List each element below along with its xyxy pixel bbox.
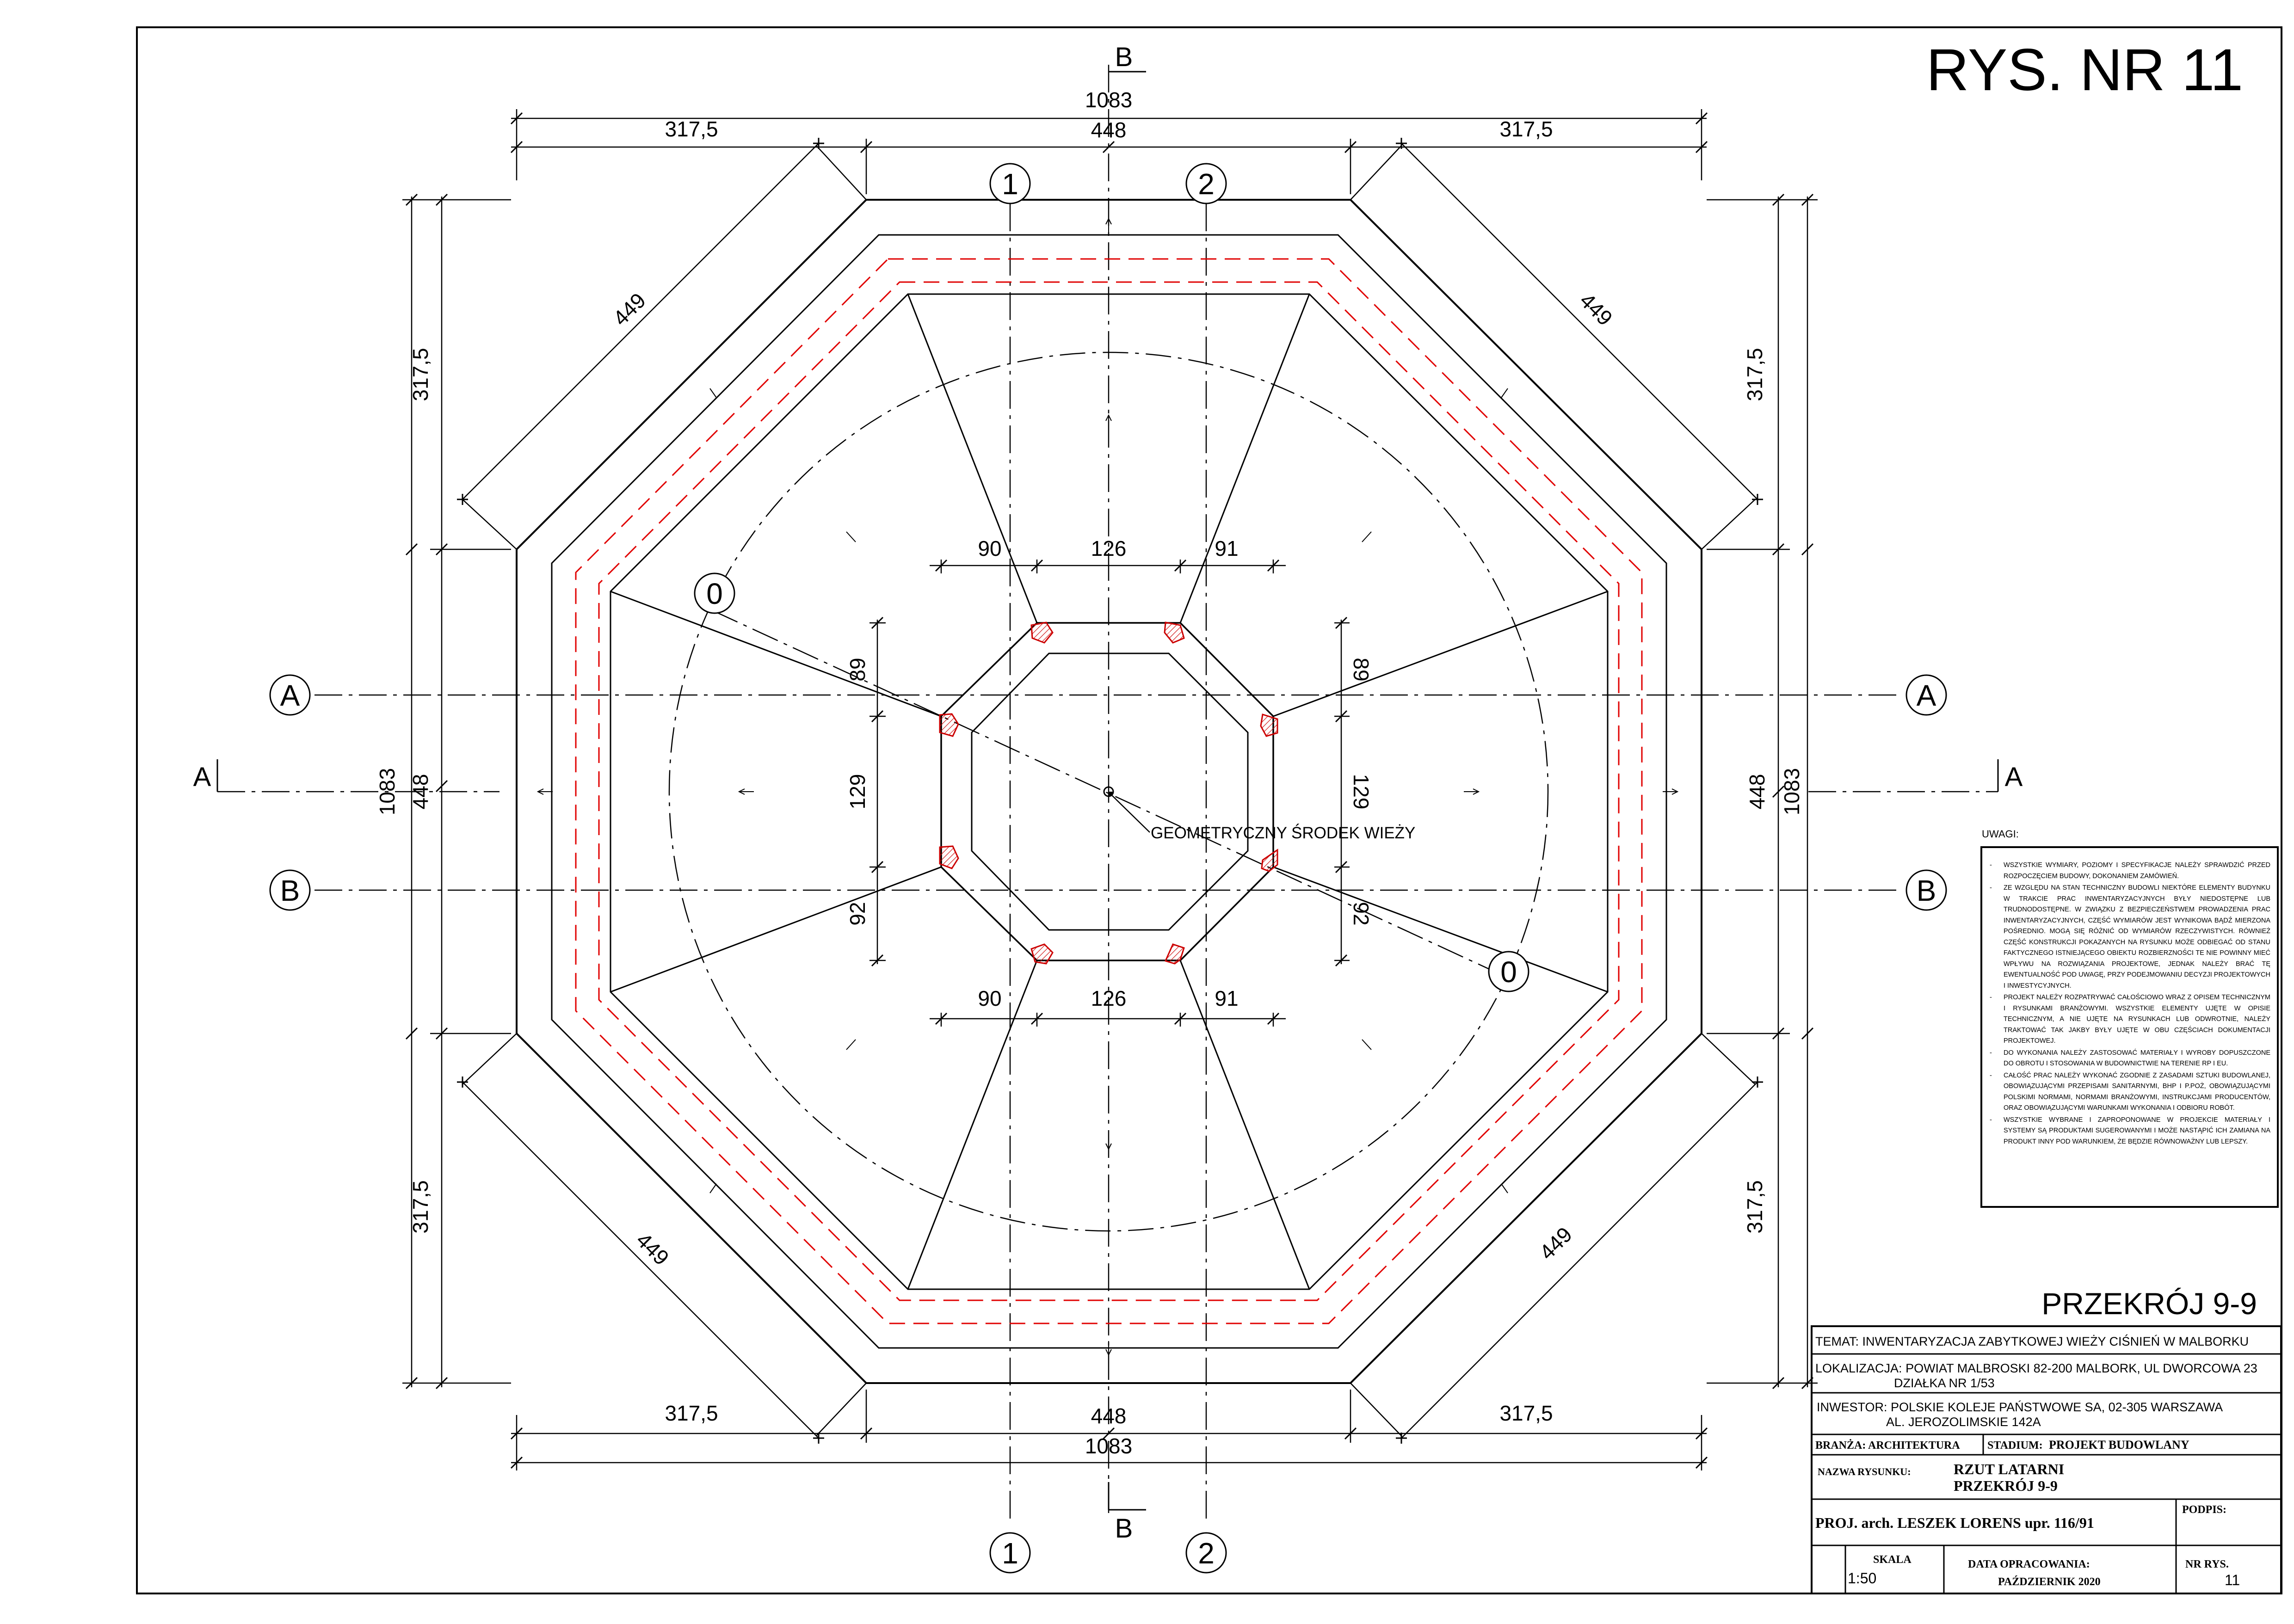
note-item: -WSZYSTKIE WYMIARY, POZIOMY I SPECYFIKAC… bbox=[1990, 860, 2270, 882]
dim-top-span: 448 bbox=[1091, 118, 1127, 142]
center-label: GEOMETRYCZNY ŚRODEK WIEŻY bbox=[1151, 824, 1415, 842]
dim-right-bottom-segment: 317,5 bbox=[1743, 1180, 1767, 1233]
tb-temat: TEMAT: INWENTARYZACJA ZABYTKOWEJ WIEŻY C… bbox=[1815, 1334, 2249, 1348]
note-item: -ZE WZGLĘDU NA STAN TECHNICZNY BUDOWLI N… bbox=[1990, 883, 2270, 991]
grid-a-left: A bbox=[280, 679, 300, 712]
grid-bubbles bbox=[269, 163, 1947, 1574]
section-b-bottom-label: B bbox=[1115, 1513, 1133, 1544]
section-markers bbox=[216, 71, 1999, 1511]
grid-b-left: B bbox=[280, 874, 300, 907]
title-block-frame bbox=[1811, 1325, 2282, 1594]
section-a-left-label: A bbox=[193, 762, 211, 792]
dim-bottom-left-segment: 317,5 bbox=[665, 1401, 718, 1425]
tb-nazwa-2: PRZEKRÓJ 9-9 bbox=[1954, 1477, 2058, 1494]
dim-top-left-segment: 317,5 bbox=[665, 117, 718, 141]
notes-title: UWAGI: bbox=[1982, 828, 2019, 840]
dim-inner-right-mid: 129 bbox=[1349, 774, 1373, 810]
dim-left-overall: 1083 bbox=[375, 768, 399, 815]
tb-branza: BRANŻA: ARCHITEKTURA bbox=[1815, 1439, 1960, 1452]
notes-box: -WSZYSTKIE WYMIARY, POZIOMY I SPECYFIKAC… bbox=[1980, 846, 2279, 1208]
dim-diag-bottom-left: 449 bbox=[632, 1228, 674, 1270]
drawing-number-label: RYS. NR 11 bbox=[1926, 37, 2243, 103]
dim-inner-bottom-right: 91 bbox=[1215, 986, 1238, 1010]
note-item: -PROJEKT NALEŻY ROZPATRYWAĆ CAŁOŚCIOWO W… bbox=[1990, 992, 2270, 1047]
dim-diag-top-left: 449 bbox=[608, 288, 650, 330]
dim-right-overall: 1083 bbox=[1780, 768, 1804, 815]
tb-lokalizacja-2: DZIAŁKA NR 1/53 bbox=[1894, 1376, 1995, 1390]
tb-data-value: PAŹDZIERNIK 2020 bbox=[1998, 1576, 2101, 1588]
dim-top-overall: 1083 bbox=[1085, 88, 1132, 112]
sheet-border bbox=[136, 26, 2282, 1594]
grid-b-right: B bbox=[1917, 874, 1936, 907]
note-text: DO WYKONANIA NALEŻY ZASTOSOWAĆ MATERIAŁY… bbox=[2004, 1049, 2270, 1068]
dimension-ticks bbox=[405, 112, 1814, 1469]
tb-nazwa-label: NAZWA RYSUNKU: bbox=[1818, 1466, 1911, 1477]
dim-inner-top-right: 91 bbox=[1215, 536, 1238, 560]
note-text: WSZYSTKIE WYBRANE I ZAPROPONOWANE W PROJ… bbox=[2004, 1116, 2270, 1145]
tb-inwestor-2: AL. JEROZOLIMSKIE 142A bbox=[1886, 1415, 2041, 1429]
tb-skala-label: SKALA bbox=[1873, 1554, 1912, 1566]
tb-data-label: DATA OPRACOWANIA: bbox=[1968, 1558, 2090, 1570]
note-item: -WSZYSTKIE WYBRANE I ZAPROPONOWANE W PRO… bbox=[1990, 1115, 2270, 1148]
dim-bottom-span: 448 bbox=[1091, 1404, 1127, 1428]
axis-lines bbox=[217, 65, 1998, 1519]
grid-0-left: 0 bbox=[706, 577, 723, 610]
octagon-inner bbox=[940, 622, 1274, 961]
tb-nr-value: 11 bbox=[2225, 1572, 2240, 1588]
tb-podpis: PODPIS: bbox=[2182, 1504, 2226, 1516]
center-marker bbox=[1103, 786, 1150, 833]
dim-top-right-segment: 317,5 bbox=[1499, 117, 1553, 141]
dim-bottom-right-segment: 317,5 bbox=[1499, 1401, 1553, 1425]
dim-inner-left-mid: 129 bbox=[845, 774, 870, 810]
grid-0-right: 0 bbox=[1500, 955, 1517, 989]
dim-inner-right-bottom: 92 bbox=[1349, 902, 1373, 925]
section-a-right-label: A bbox=[2005, 762, 2023, 792]
tb-skala-value: 1:50 bbox=[1848, 1570, 1876, 1587]
grid-1-bottom: 1 bbox=[1002, 1537, 1018, 1570]
lantern-circle bbox=[668, 351, 1549, 1232]
dim-inner-top-left: 90 bbox=[978, 536, 1001, 560]
dim-left-span: 448 bbox=[408, 774, 432, 810]
dim-diag-bottom-right: 449 bbox=[1535, 1222, 1577, 1264]
tb-proj: PROJ. arch. LESZEK LORENS upr. 116/91 bbox=[1815, 1514, 2094, 1531]
note-text: ZE WZGLĘDU NA STAN TECHNICZNY BUDOWLI NI… bbox=[2004, 884, 2270, 990]
radial-beams bbox=[610, 294, 1608, 1290]
title-block-text: TEMAT: INWENTARYZACJA ZABYTKOWEJ WIEŻY C… bbox=[1815, 1334, 2257, 1588]
grid-1-top: 1 bbox=[1002, 167, 1018, 201]
grid-a-right: A bbox=[1917, 679, 1936, 712]
hatched-posts bbox=[939, 621, 1278, 965]
grid-2-bottom: 2 bbox=[1198, 1537, 1215, 1570]
dim-inner-left-bottom: 92 bbox=[845, 902, 870, 925]
tb-lokalizacja-1: LOKALIZACJA: POWIAT MALBROSKI 82-200 MAL… bbox=[1815, 1361, 2257, 1375]
tb-nr-label: NR RYS. bbox=[2185, 1558, 2229, 1570]
tb-nazwa-1: RZUT LATARNI bbox=[1954, 1461, 2064, 1477]
dim-inner-bottom-mid: 126 bbox=[1091, 986, 1127, 1010]
tb-inwestor-1: INWESTOR: POLSKIE KOLEJE PAŃSTWOWE SA, 0… bbox=[1817, 1400, 2223, 1414]
dim-bottom-overall: 1083 bbox=[1085, 1434, 1132, 1458]
note-text: WSZYSTKIE WYMIARY, POZIOMY I SPECYFIKACJ… bbox=[2004, 861, 2270, 880]
tb-stadium-label: STADIUM: bbox=[1987, 1439, 2043, 1452]
note-item: -CAŁOŚĆ PRAC NALEŻY WYKONAĆ ZGODNIE Z ZA… bbox=[1990, 1070, 2270, 1114]
dim-left-bottom-segment: 317,5 bbox=[408, 1180, 432, 1233]
dim-inner-top-mid: 126 bbox=[1091, 536, 1127, 560]
dim-right-span: 448 bbox=[1745, 774, 1769, 810]
note-text: CAŁOŚĆ PRAC NALEŻY WYKONAĆ ZGODNIE Z ZAS… bbox=[2004, 1071, 2270, 1112]
section-title: PRZEKRÓJ 9-9 bbox=[2041, 1286, 2257, 1321]
grid-2-top: 2 bbox=[1198, 167, 1215, 201]
dim-inner-right-top: 89 bbox=[1349, 658, 1373, 681]
dim-inner-left-top: 89 bbox=[845, 658, 870, 681]
tb-stadium-value: PROJEKT BUDOWLANY bbox=[2049, 1438, 2189, 1452]
dimension-labels: 1083 448 317,5 317,5 448 1083 317,5 317,… bbox=[375, 88, 1804, 1458]
section-b-top-label: B bbox=[1115, 42, 1133, 72]
note-text: PROJEKT NALEŻY ROZPATRYWAĆ CAŁOŚCIOWO WR… bbox=[2004, 994, 2270, 1045]
slope-arrows bbox=[536, 217, 1679, 1356]
dim-left-top-segment: 317,5 bbox=[408, 348, 432, 401]
dim-right-top-segment: 317,5 bbox=[1743, 348, 1767, 401]
dim-inner-bottom-left: 90 bbox=[978, 986, 1001, 1010]
grid-bubble-labels: 1 2 1 2 0 0 A B A B bbox=[280, 167, 1936, 1570]
note-item: -DO WYKONANIA NALEŻY ZASTOSOWAĆ MATERIAŁ… bbox=[1990, 1048, 2270, 1070]
